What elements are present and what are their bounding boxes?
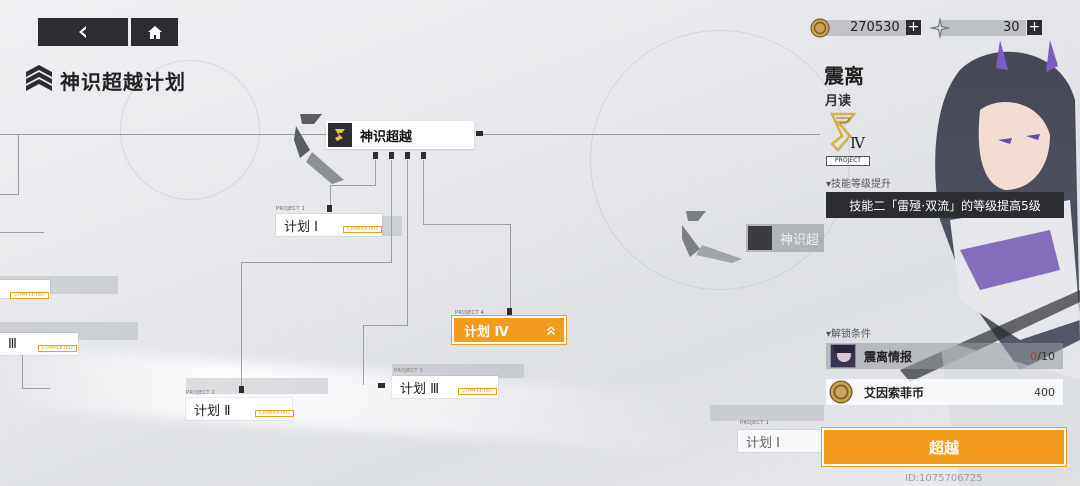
plan-2-label: 计划 Ⅱ	[194, 403, 231, 419]
connector-line	[22, 355, 23, 389]
left-node-label: Ⅲ	[8, 336, 17, 352]
root-emblem-icon	[294, 114, 344, 184]
req-intel-need: /10	[1037, 349, 1055, 363]
add-coin-button[interactable]: +	[906, 19, 921, 35]
back-button[interactable]	[38, 18, 128, 46]
plan-3-completed-badge: COMPLETED	[458, 388, 497, 395]
ghost-node-label: 神识超	[780, 232, 820, 248]
ghost-emblem-icon	[682, 211, 742, 263]
connector-line	[423, 224, 510, 225]
star-bar-bg	[940, 20, 1026, 36]
character-name: 震离	[824, 64, 864, 88]
plan-4-label: 计划 Ⅳ	[464, 324, 509, 340]
transcend-button[interactable]: 超越	[824, 430, 1064, 464]
skill-upgrade-box: 技能二「雷殛·双流」的等级提高5级	[826, 192, 1064, 218]
connector-pin	[327, 205, 332, 212]
connector-pin	[507, 308, 512, 315]
plan-1-label: 计划 Ⅰ	[284, 219, 318, 235]
coin-icon	[829, 380, 853, 404]
plan-4-node-selected[interactable]: 计划 Ⅳ	[452, 316, 566, 344]
req-row-coin[interactable]: 艾因索菲币 400	[826, 379, 1063, 405]
connector-line	[241, 262, 242, 388]
ghost-node[interactable]: 神识超	[746, 224, 824, 252]
character-subtitle: 月读	[825, 94, 852, 109]
transcend-emblem-icon	[328, 123, 352, 147]
connector-line	[0, 134, 326, 135]
connector-pin	[389, 152, 394, 159]
card-shadow	[710, 405, 824, 421]
plan-3-label: 计划 Ⅲ	[400, 381, 440, 397]
back-arrow-icon	[79, 26, 86, 38]
coin-icon	[810, 18, 830, 38]
star-value: 30	[1003, 20, 1020, 35]
bg-ring	[120, 60, 260, 200]
connector-pin	[378, 383, 385, 388]
project-logo-icon	[26, 65, 52, 91]
req-row-intel[interactable]: 震离情报 0/10	[826, 343, 1063, 369]
skill-section-label: ▾技能等级提升	[826, 179, 892, 190]
root-node[interactable]: 神识超越	[326, 121, 474, 149]
home-icon	[147, 25, 162, 39]
plan-2-completed-badge: COMPLETED	[255, 410, 294, 417]
connector-line	[330, 185, 331, 207]
connector-line	[510, 224, 511, 310]
coin-bar-bg	[820, 20, 908, 36]
connector-line	[407, 160, 408, 325]
connector-pin	[405, 152, 410, 159]
req-coin-name: 艾因索菲币	[864, 385, 925, 400]
plan-1-completed-badge: COMPLETED	[343, 226, 382, 233]
connector-line	[363, 325, 364, 385]
connector-line	[0, 194, 19, 195]
connector-line	[391, 160, 392, 262]
connector-line	[375, 160, 376, 185]
connector-pin	[476, 131, 483, 136]
ghost-emblem-box	[748, 226, 772, 250]
left-completed-badge-2: COMPLETED	[38, 345, 77, 352]
character-portrait	[900, 40, 1080, 486]
card-shadow	[392, 364, 524, 378]
tier-numeral: Ⅳ	[850, 134, 865, 152]
connector-line	[363, 325, 408, 326]
connector-line	[18, 134, 19, 194]
req-intel-name: 震离情报	[864, 349, 913, 364]
connector-pin	[421, 152, 426, 159]
transcend-button-label: 超越	[928, 438, 959, 457]
page-title-text: 神识超越计划	[60, 69, 186, 94]
unlock-section-label: ▾解锁条件	[826, 329, 872, 340]
home-button[interactable]	[131, 18, 178, 46]
plan-4-sub: PROJECT 4	[455, 310, 485, 316]
user-id: ID:1075706725	[905, 473, 983, 484]
plan-1-sub: PROJECT 1	[276, 206, 306, 212]
ghost-plan-node[interactable]: 计划 Ⅰ	[738, 430, 824, 452]
left-completed-badge: COMPLETED	[10, 292, 49, 299]
intel-item-icon	[830, 344, 856, 368]
req-coin-value: 400	[1034, 385, 1055, 399]
ghost-plan-sub: PROJECT 1	[740, 420, 770, 426]
light-flare	[0, 345, 702, 455]
connector-line	[330, 185, 376, 186]
skill-upgrade-text: 技能二「雷殛·双流」的等级提高5级	[849, 198, 1041, 213]
connector-pin	[239, 386, 244, 393]
plan-2-sub: PROJECT 2	[186, 390, 216, 396]
project-tag: PROJECT	[826, 156, 870, 166]
add-star-button[interactable]: +	[1027, 19, 1042, 35]
connector-line	[480, 134, 820, 135]
connector-pin	[373, 152, 378, 159]
req-intel-progress: 0/10	[1030, 350, 1055, 363]
connector-line	[22, 388, 50, 389]
card-shadow	[186, 378, 328, 394]
connector-line	[423, 160, 424, 224]
double-chevron-up-icon	[547, 326, 555, 335]
star-shard-icon	[929, 17, 951, 39]
tier-emblem-icon	[830, 112, 857, 152]
connector-line	[0, 232, 44, 233]
req-intel-have: 0	[1030, 349, 1038, 363]
root-node-label: 神识超越	[360, 129, 413, 145]
connector-line	[241, 262, 392, 263]
ghost-plan-label: 计划 Ⅰ	[746, 435, 780, 451]
plan-3-sub: PROJECT 3	[394, 368, 424, 374]
coin-value: 270530	[850, 20, 900, 35]
page-title: 神识超越计划	[24, 64, 186, 96]
